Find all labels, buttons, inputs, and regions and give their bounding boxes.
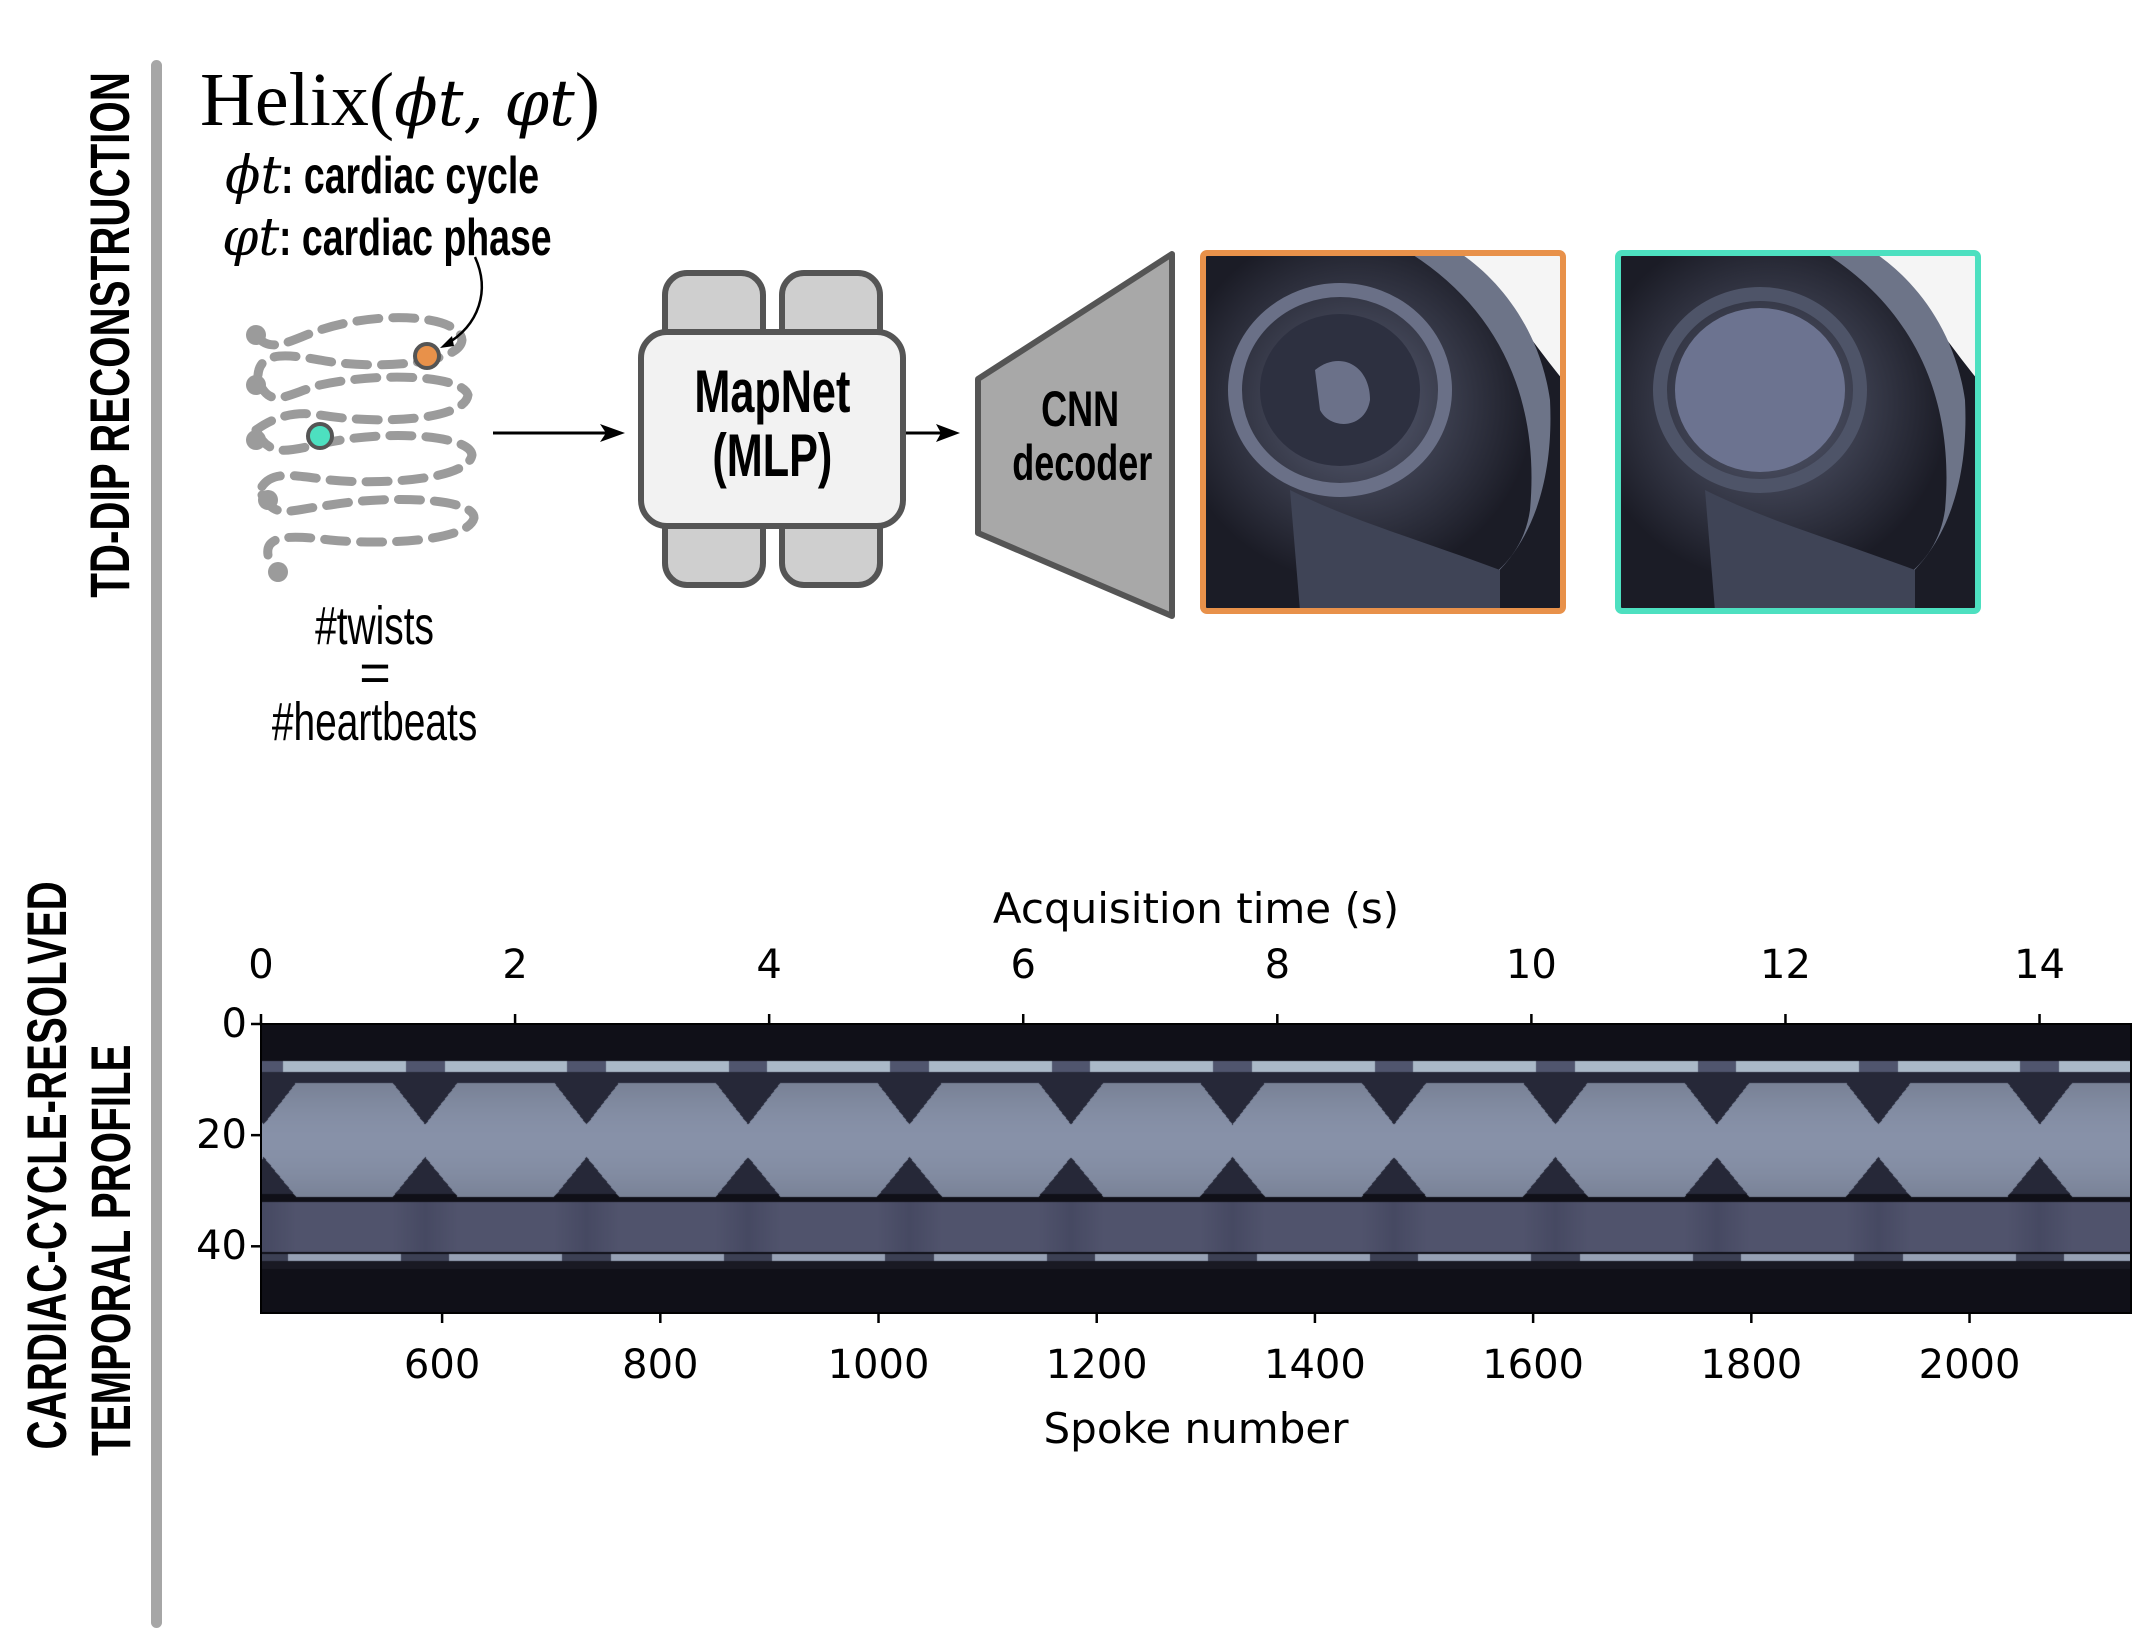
top-tick-label: 8: [1264, 942, 1291, 988]
bottom-axis-label: Spoke number: [1043, 1404, 1349, 1453]
section-label-text: TD-DIP RECONSTRUCTION: [78, 72, 141, 598]
mapnet-name: MapNet: [693, 358, 851, 425]
section-label-temporal-profile: CARDIAC-CYCLE-RESOLVED TEMPORAL PROFILE: [15, 881, 145, 1560]
helix-title-prefix: Helix(: [200, 58, 395, 142]
top-tick-label: 12: [1760, 942, 1811, 988]
decoder-label: CNN decoder: [985, 382, 1175, 490]
section-label-line1: CARDIAC-CYCLE-RESOLVED: [15, 881, 78, 1450]
arrow-to-decoder: [904, 424, 960, 442]
y-tick-label: 40: [196, 1223, 247, 1270]
bottom-tick-label: 1000: [827, 1342, 930, 1388]
bottom-tick-label: 1400: [1264, 1342, 1366, 1388]
equals-text: =: [359, 643, 391, 703]
legend-text: : cardiac phase: [279, 209, 552, 267]
top-tick-label: 2: [502, 942, 528, 988]
bottom-tick-label: 1800: [1700, 1342, 1803, 1388]
output-frame-green: [1615, 250, 1981, 614]
plot-frame: [260, 1023, 2132, 1314]
twists-text: #twists: [315, 596, 435, 656]
decoder-type: decoder: [1012, 435, 1153, 491]
y-tick-label: 20: [196, 1112, 247, 1159]
bottom-tick-label: 1600: [1482, 1342, 1585, 1388]
orange-point-icon: [413, 342, 441, 370]
helix-title: Helix(ϕt, φt): [200, 58, 600, 142]
cnn-decoder-block: [975, 251, 1175, 619]
legend-cardiac-cycle: ϕt: cardiac cycle: [225, 148, 640, 204]
twists-label: #twists: [230, 598, 520, 654]
section-label-reconstruction: TD-DIP RECONSTRUCTION: [78, 72, 141, 700]
helix-title-args: ϕt, φt: [394, 67, 575, 141]
top-tick-label: 0: [248, 942, 274, 988]
top-axis-label: Acquisition time (s): [992, 884, 1400, 933]
pointer-arrow: [444, 256, 483, 347]
mapnet-type: (MLP): [712, 422, 832, 489]
bottom-tick-label: 600: [403, 1342, 481, 1388]
legend-text: : cardiac cycle: [281, 147, 540, 205]
decoder-name: CNN: [1040, 381, 1119, 437]
varphi-symbol: φt: [222, 208, 280, 268]
mapnet-label: MapNet (MLP): [640, 360, 904, 488]
section-label-line2: TEMPORAL PROFILE: [79, 1044, 142, 1456]
helix-start-dots: [246, 325, 288, 582]
phi-symbol: ϕt: [225, 146, 282, 206]
output-frame-orange: [1200, 250, 1566, 614]
helix-title-suffix: ): [574, 58, 601, 142]
top-tick-label: 10: [1505, 942, 1557, 988]
arrow-to-mapnet: [493, 424, 625, 442]
helix-diagram: [246, 256, 483, 582]
heartbeats-label: #heartbeats: [200, 694, 550, 750]
heartbeats-text: #heartbeats: [272, 692, 478, 752]
heatmap-image: [261, 1024, 2131, 1313]
section-divider: [151, 60, 162, 1628]
bottom-tick-label: 2000: [1918, 1342, 2021, 1388]
top-tick-label: 6: [1010, 942, 1036, 988]
legend-cardiac-phase: φt: cardiac phase: [222, 210, 658, 266]
green-point-icon: [306, 422, 334, 450]
equals-label: =: [230, 646, 520, 700]
bottom-tick-label: 800: [622, 1342, 699, 1388]
top-tick-label: 4: [756, 942, 782, 988]
top-tick-label: 14: [2014, 942, 2065, 988]
bottom-tick-label: 1200: [1045, 1342, 1148, 1388]
y-tick-label: 0: [221, 1001, 247, 1047]
mapnet-block: [638, 270, 906, 588]
